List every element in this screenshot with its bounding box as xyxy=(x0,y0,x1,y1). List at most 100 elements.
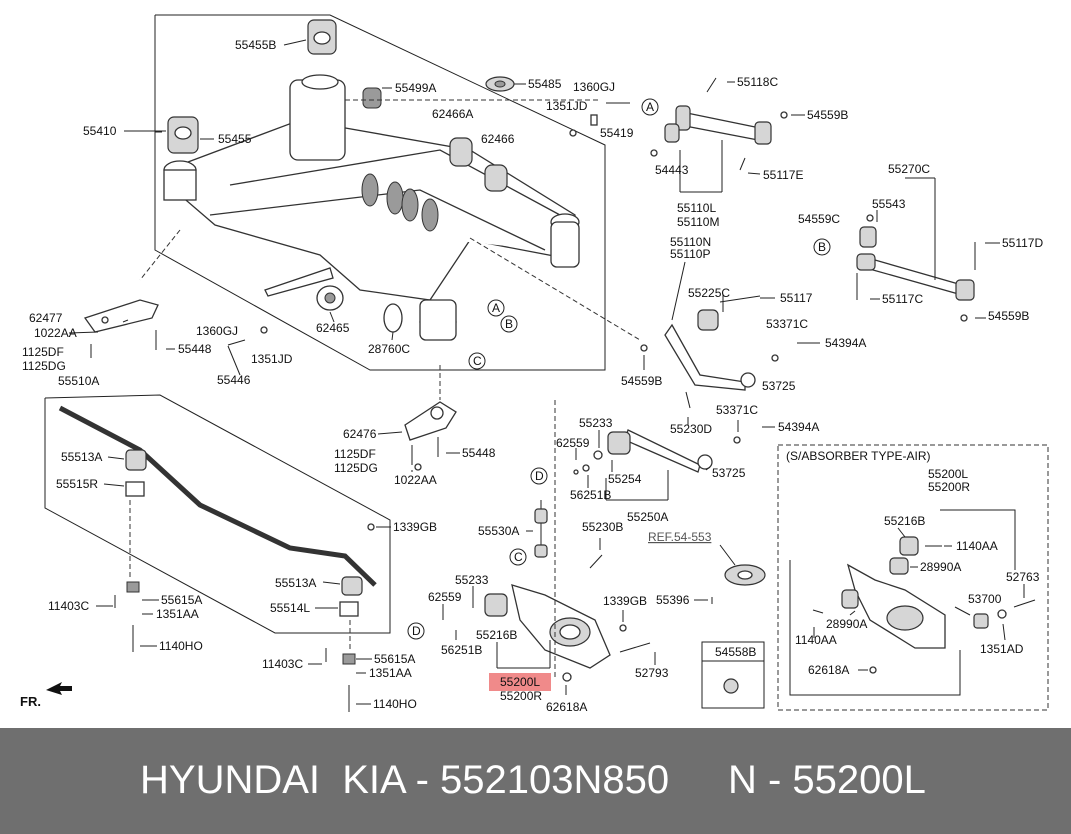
bushing-55455B-drawing xyxy=(307,19,337,55)
label-55410: 55410 xyxy=(83,124,117,138)
label-62466A: 62466A xyxy=(432,107,473,121)
callout-circles xyxy=(407,98,831,640)
label-53725-lower: 53725 xyxy=(712,466,746,480)
label-54558B: 54558B xyxy=(715,645,756,659)
label-55117: 55117 xyxy=(780,291,813,305)
label-62618A-lower: 62618A xyxy=(546,700,587,714)
bushing-62466A-drawing xyxy=(449,137,473,167)
label-ref-54-553: REF.54-553 xyxy=(648,530,712,544)
label-11403C-right: 11403C xyxy=(262,657,303,671)
label-1140AA-air-lower: 1140AA xyxy=(795,633,837,647)
label-1360GJ-top: 1360GJ xyxy=(573,80,615,94)
label-52763: 52763 xyxy=(1006,570,1040,584)
lower-arm-air-drawing xyxy=(812,536,1036,674)
label-1351AA-right: 1351AA xyxy=(369,666,412,680)
label-54443: 54443 xyxy=(655,163,689,177)
arm-55250A-drawing xyxy=(573,391,741,475)
label-55543: 55543 xyxy=(872,197,906,211)
stabilizer-link-55530A-drawing xyxy=(534,500,548,558)
label-54394A-lower: 54394A xyxy=(778,420,819,434)
label-55510A: 55510A xyxy=(58,374,99,388)
label-1125DG-left: 1125DG xyxy=(22,359,66,373)
stabilizer-bar-drawing xyxy=(58,405,377,712)
label-55250A: 55250A xyxy=(627,510,668,524)
callout-b-upper: B xyxy=(818,240,826,254)
label-55200R-air: 55200R xyxy=(928,480,970,494)
label-54559B-top: 54559B xyxy=(807,108,848,122)
mount-54-553-drawing xyxy=(711,564,766,604)
leader-lines xyxy=(68,39,1025,705)
label-55419: 55419 xyxy=(600,126,634,140)
label-55530A: 55530A xyxy=(478,524,519,538)
label-55225C: 55225C xyxy=(688,286,730,300)
label-55200R: 55200R xyxy=(500,689,542,703)
label-55118C: 55118C xyxy=(737,75,778,89)
label-55233-upper: 55233 xyxy=(579,416,613,430)
label-55117E: 55117E xyxy=(763,168,803,182)
label-1140HO-right: 1140HO xyxy=(373,697,417,711)
label-1140HO-left: 1140HO xyxy=(159,639,203,653)
subframe-group-outline xyxy=(154,14,606,371)
label-62559-lower: 62559 xyxy=(428,590,462,604)
bushing-62466-drawing xyxy=(484,164,508,192)
label-56251B-lower: 56251B xyxy=(441,643,482,657)
label-53371C-lower: 53371C xyxy=(716,403,758,417)
label-55514L: 55514L xyxy=(270,601,310,615)
label-11403C-left: 11403C xyxy=(48,599,89,613)
label-s-absorber-type-air: (S/ABSORBER TYPE-AIR) xyxy=(786,449,930,463)
label-1125DF-mid: 1125DF xyxy=(334,447,376,461)
bushing-55455-drawing xyxy=(167,116,199,154)
label-55254: 55254 xyxy=(608,472,642,486)
label-55110M: 55110M xyxy=(677,215,719,229)
label-62559-upper: 62559 xyxy=(556,436,590,450)
label-55117C: 55117C xyxy=(882,292,923,306)
label-55270C: 55270C xyxy=(888,162,930,176)
label-55117D: 55117D xyxy=(1002,236,1043,250)
lower-arm-55200L-drawing xyxy=(484,554,651,682)
label-55485: 55485 xyxy=(528,77,562,91)
label-1351AA-left: 1351AA xyxy=(156,607,199,621)
label-55396: 55396 xyxy=(656,593,690,607)
part-box-54558B xyxy=(701,641,765,709)
label-28990A-air-upper: 28990A xyxy=(920,560,961,574)
label-62476: 62476 xyxy=(343,427,377,441)
label-62618A-air: 62618A xyxy=(808,663,849,677)
air-absorber-variant-box xyxy=(777,444,1049,711)
label-55216B-air: 55216B xyxy=(884,514,925,528)
front-arrow-icon xyxy=(46,682,72,695)
label-55233-lower: 55233 xyxy=(455,573,489,587)
label-54559C: 54559C xyxy=(798,212,840,226)
exploded-parts-diagram: 55455B 55499A 55485 1360GJ 1351JD 55419 … xyxy=(20,14,1049,714)
label-28760C: 28760C xyxy=(368,342,410,356)
label-55110N: 55110N xyxy=(670,235,711,249)
label-55455: 55455 xyxy=(218,132,252,146)
label-1339GB-upper: 1339GB xyxy=(393,520,437,534)
label-1125DF-left: 1125DF xyxy=(22,345,64,359)
label-62466: 62466 xyxy=(481,132,515,146)
bracket-62476-drawing xyxy=(404,401,457,465)
label-1140AA-air-upper: 1140AA xyxy=(956,539,998,553)
callout-c-frame: C xyxy=(473,354,482,368)
label-1022AA-mid: 1022AA xyxy=(394,473,437,487)
label-55615A-right: 55615A xyxy=(374,652,415,666)
arm-55110N-drawing xyxy=(640,295,779,391)
label-55515R: 55515R xyxy=(56,477,98,491)
label-55200L-highlighted: 55200L xyxy=(500,675,540,689)
label-53700: 53700 xyxy=(968,592,1002,606)
label-62465: 62465 xyxy=(316,321,350,335)
label-55513A-left: 55513A xyxy=(61,450,102,464)
label-55110P: 55110P xyxy=(670,247,710,261)
label-55448-left: 55448 xyxy=(178,342,212,356)
label-54559B-mid: 54559B xyxy=(621,374,662,388)
arm-55270C-drawing xyxy=(856,214,976,322)
label-55110L: 55110L xyxy=(677,201,716,215)
label-1125DG-mid: 1125DG xyxy=(334,461,378,475)
label-55455B: 55455B xyxy=(235,38,276,52)
label-56251B-upper: 56251B xyxy=(570,488,611,502)
label-1351JD-top: 1351JD xyxy=(546,99,588,113)
label-53725-upper: 53725 xyxy=(762,379,796,393)
label-55499A: 55499A xyxy=(395,81,436,95)
highlight-box-55200L xyxy=(489,673,551,691)
subframe-drawing xyxy=(163,74,580,341)
banner-part-number: HYUNDAI KIA - 552103N850 xyxy=(140,758,670,802)
